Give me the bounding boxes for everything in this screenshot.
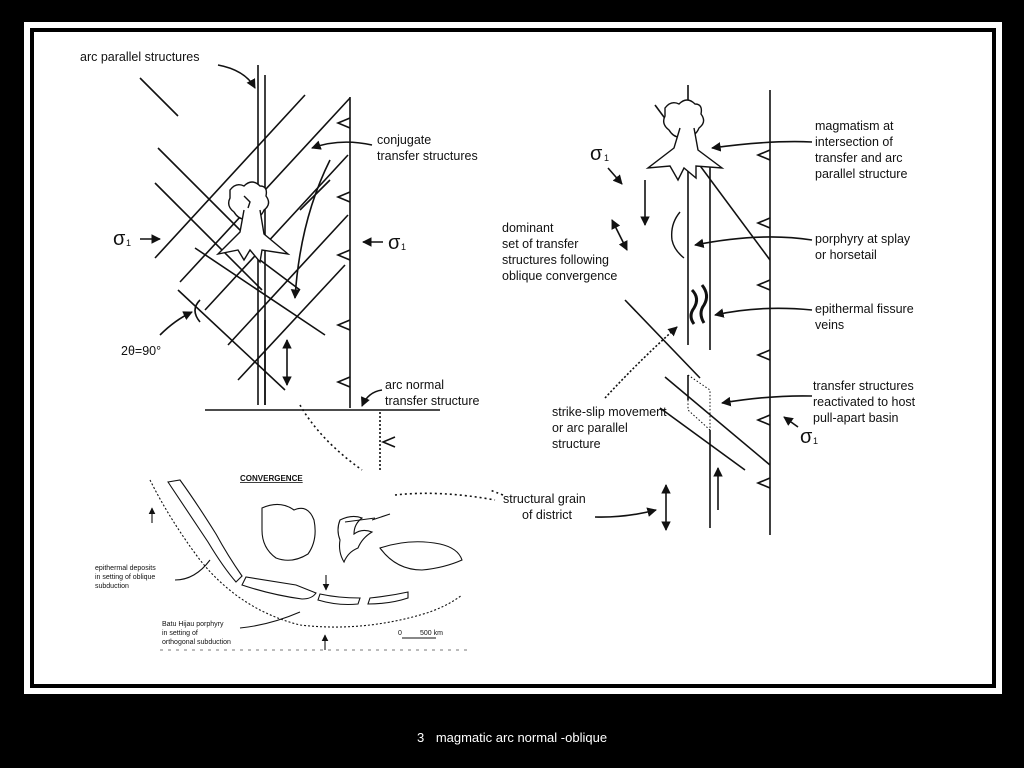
map-title: CONVERGENCE xyxy=(240,474,303,483)
strike-slip-label-1: strike-slip movement xyxy=(552,405,667,419)
dominant-label-1: dominant xyxy=(502,221,554,235)
reactivated-label-3: pull-apart basin xyxy=(813,411,899,425)
arc-parallel-label: arc parallel structures xyxy=(80,50,200,64)
sigma-bottom: σ xyxy=(800,426,813,448)
sigma-top-sub: 1 xyxy=(604,153,609,163)
magmatism-label-1: magmatism at xyxy=(815,119,894,133)
epithermal-label-2: veins xyxy=(815,318,844,332)
sigma-bottom-sub: 1 xyxy=(813,436,818,446)
sigma-left-sub: 1 xyxy=(126,238,131,248)
map-epithermal-note-3: subduction xyxy=(95,583,129,590)
dominant-label-2: set of transfer xyxy=(502,237,578,251)
arc-normal-label-1: arc normal xyxy=(385,378,444,392)
scale-label: 500 km xyxy=(420,630,443,637)
magmatism-label-3: transfer and arc xyxy=(815,151,903,165)
dominant-label-3: structures following xyxy=(502,253,609,267)
volcano-icon xyxy=(645,99,725,182)
reactivated-label-2: reactivated to host xyxy=(813,395,916,409)
reactivated-label-1: transfer structures xyxy=(813,379,914,393)
sigma-right-sub: 1 xyxy=(401,242,406,252)
map-porphyry-note-2: in setting of xyxy=(162,630,198,637)
angle-label: 2θ=90° xyxy=(121,344,161,358)
conjugate-label-1: conjugate xyxy=(377,133,431,147)
slide-caption: 3 magmatic arc normal -oblique xyxy=(0,730,1024,745)
map-epithermal-note-2: in setting of oblique xyxy=(95,574,155,581)
right-structure-diagram xyxy=(394,85,813,535)
magmatism-label-2: intersection of xyxy=(815,135,893,149)
magmatism-label-4: parallel structure xyxy=(815,167,907,181)
epithermal-label-1: epithermal fissure xyxy=(815,302,914,316)
conjugate-label-2: transfer structures xyxy=(377,149,478,163)
sigma-left: σ xyxy=(113,228,126,250)
dominant-label-4: oblique convergence xyxy=(502,269,617,283)
left-structure-diagram xyxy=(139,64,440,471)
map-inset xyxy=(148,479,470,651)
sigma-right: σ xyxy=(388,232,401,254)
volcano-icon xyxy=(215,181,291,264)
map-porphyry-note-1: Batu Hijau porphyry xyxy=(162,621,224,628)
arc-normal-label-2: transfer structure xyxy=(385,394,480,408)
porphyry-label-2: or horsetail xyxy=(815,248,877,262)
sigma-top: σ xyxy=(590,143,603,165)
strike-slip-label-3: structure xyxy=(552,437,601,451)
porphyry-label-1: porphyry at splay xyxy=(815,232,911,246)
map-porphyry-note-3: orthogonal subduction xyxy=(162,639,231,646)
slide-title: magmatic arc normal -oblique xyxy=(435,730,608,745)
map-epithermal-note-1: epithermal deposits xyxy=(95,565,156,572)
scale-zero: 0 xyxy=(398,630,402,637)
strike-slip-label-2: or arc parallel xyxy=(552,421,628,435)
grain-label-2: of district xyxy=(522,508,573,522)
grain-label-1: structural grain xyxy=(503,492,586,506)
slide-number: 3 xyxy=(416,730,425,745)
